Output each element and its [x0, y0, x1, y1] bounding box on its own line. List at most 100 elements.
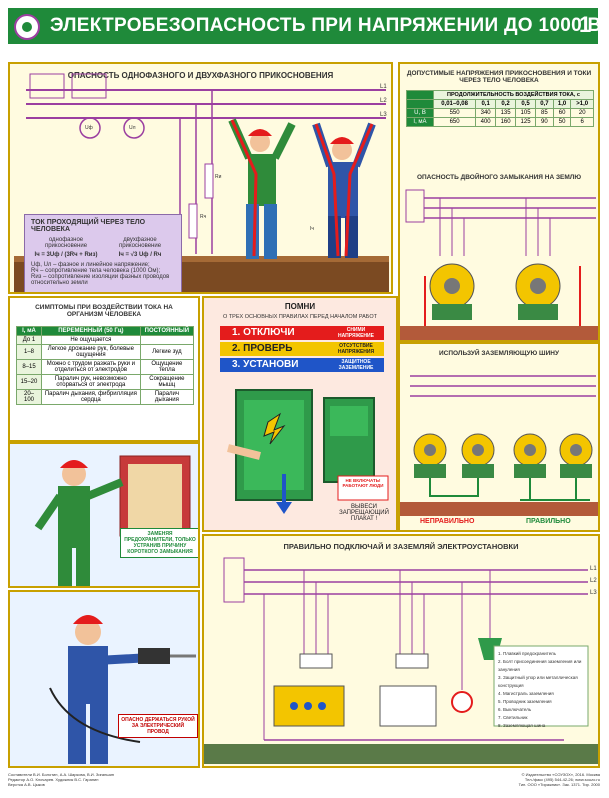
- line-label-l1: L1: [380, 84, 387, 90]
- formula-col2-label: двухфазное прикосновение: [118, 237, 162, 249]
- allowable-col: 1,0: [552, 99, 572, 109]
- allowable-col: 0,7: [535, 99, 554, 109]
- double-fault-heading: ОПАСНОСТЬ ДВОЙНОГО ЗАМЫКАНИЯ НА ЗЕМЛЮ: [416, 174, 582, 181]
- rule-1-num: 1.: [232, 327, 241, 338]
- rule-3-word: УСТАНОВИ: [243, 359, 299, 370]
- symptoms-cell: До 1: [16, 335, 42, 345]
- rule-2-note: ОТСУТСТВИЕ НАПРЯЖЕНИЯ: [337, 343, 375, 355]
- switchboard-illustration: [227, 389, 389, 514]
- allowable-col: 0,2: [495, 99, 517, 109]
- uf-label: Uф: [85, 125, 93, 131]
- rch-label: Rч: [200, 214, 207, 220]
- symptoms-cell: Сокращение мышц: [139, 374, 195, 390]
- symptoms-cell: Паралич дыхания, фибрилляция сердца: [41, 389, 141, 405]
- formula-title: ТОК ПРОХОДЯЩИЙ ЧЕРЕЗ ТЕЛО ЧЕЛОВЕКА: [31, 219, 146, 233]
- symptoms-head: I, мА: [16, 326, 42, 336]
- fuse-worker-illustration: [34, 455, 191, 586]
- symptoms-heading: СИМПТОМЫ ПРИ ВОЗДЕЙСТВИИ ТОКА НА ОРГАНИЗ…: [35, 304, 173, 318]
- allowable-cell: 125: [515, 117, 536, 127]
- footer-left-line: Верстка А.В. Цыков: [8, 782, 45, 787]
- rule-3: 3. УСТАНОВИ: [220, 358, 384, 372]
- formula-note-3: Rиз – сопротивление изоляции фазных пров…: [31, 274, 170, 286]
- allowable-col: 0,5: [515, 99, 536, 109]
- allowable-row-label: I, мА: [406, 117, 434, 127]
- legend-item: 6. Выключатель: [498, 707, 532, 712]
- rule-2-word: ПРОВЕРЬ: [243, 343, 293, 354]
- drill-worker-illustration: [49, 615, 196, 764]
- fuse-callout: ЗАМЕНЯЯ ПРЕДОХРАНИТЕЛИ, ТОЛЬКО УСТРАНИВ …: [120, 528, 198, 558]
- legend-item: 5. Проводник заземления: [498, 699, 552, 704]
- allowable-cell: 340: [475, 108, 497, 118]
- symptoms-cell: Легкое дрожание рук, болевые ощущения: [41, 344, 141, 360]
- allowable-cell: 135: [495, 108, 517, 118]
- wrong-label: НЕПРАВИЛЬНО: [420, 518, 475, 525]
- allowable-corner: [406, 90, 434, 100]
- symptoms-cell: Не ощущается: [41, 335, 141, 345]
- symptoms-cell: 1–8: [16, 344, 42, 360]
- footer-left: Составители В.И. Болотин, А.А. Шаркова, …: [8, 772, 114, 787]
- rule-2-num: 2.: [232, 343, 241, 354]
- symptoms-cell: [139, 335, 195, 345]
- panel-symptoms: СИМПТОМЫ ПРИ ВОЗДЕЙСТВИИ ТОКА НА ОРГАНИЗ…: [8, 296, 200, 442]
- rule-1-word: ОТКЛЮЧИ: [243, 327, 295, 338]
- formula-box: ТОК ПРОХОДЯЩИЙ ЧЕРЕЗ ТЕЛО ЧЕЛОВЕКА одноф…: [24, 214, 182, 292]
- ul-label: Uл: [129, 125, 136, 131]
- allowable-cell: 6: [570, 117, 594, 127]
- warning-sign-caption: ВЫВЕСИ ЗАПРЕЩАЮЩИЙ ПЛАКАТ !: [339, 504, 389, 522]
- formula-col1-label: однофазное прикосновение: [44, 237, 88, 249]
- line-label-l3: L3: [380, 112, 387, 118]
- allowable-cell: 550: [432, 108, 477, 118]
- symptoms-cell: Легкие зуд: [139, 344, 195, 360]
- allowable-col: 0,01–0,08: [432, 99, 477, 109]
- double-fault-illustration: [400, 189, 598, 340]
- symptoms-head: ПЕРЕМЕННЫЙ (50 Гц): [41, 326, 141, 336]
- header-bar: ЭЛЕКТРОБЕЗОПАСНОСТЬ ПРИ НАПРЯЖЕНИИ ДО 10…: [8, 8, 601, 44]
- conn-line-l2: L2: [590, 578, 597, 584]
- legend-item: 1. Плавкий предохранитель: [498, 651, 557, 656]
- allowable-cell: 105: [515, 108, 536, 118]
- symptoms-cell: 8–15: [16, 359, 42, 375]
- symptoms-cell: Паралич дыхания: [139, 389, 195, 405]
- drill-warning: ОПАСНО ДЕРЖАТЬСЯ РУКОЙ ЗА ЭЛЕКТРИЧЕСКИЙ …: [118, 714, 198, 738]
- rule-1: 1. ОТКЛЮЧИ: [220, 326, 384, 340]
- allowable-cell: 85: [535, 108, 554, 118]
- allowable-cell: 650: [432, 117, 477, 127]
- connection-legend: 1. Плавкий предохранитель 2. Болт присое…: [498, 650, 586, 730]
- rule-3-num: 3.: [232, 359, 241, 370]
- allowable-cell: 400: [475, 117, 497, 127]
- legend-item: 3. Защитный упор или металлическая конст…: [498, 675, 578, 688]
- conn-line-l1: L1: [590, 566, 597, 572]
- allowable-cell: 160: [495, 117, 517, 127]
- poster-number: 1: [579, 12, 592, 37]
- panel-drill-illustration: ОПАСНО ДЕРЖАТЬСЯ РУКОЙ ЗА ЭЛЕКТРИЧЕСКИЙ …: [8, 590, 200, 768]
- allowable-cell: 90: [535, 117, 554, 127]
- panel-phase-touch: ОПАСНОСТЬ ОДНОФАЗНОГО И ДВУХФАЗНОГО ПРИК…: [8, 62, 393, 294]
- allowable-cell: 20: [570, 108, 594, 118]
- line-label-l2: L2: [380, 98, 387, 104]
- connection-heading: ПРАВИЛЬНО ПОДКЛЮЧАЙ И ЗАЗЕМЛЯЙ ЭЛЕКТРОУС…: [283, 542, 519, 551]
- footer-right-line: Тип. ООО «Тиражник». Зак. 1371. Тир. 200…: [518, 782, 600, 787]
- panel-heading: ОПАСНОСТЬ ОДНОФАЗНОГО И ДВУХФАЗНОГО ПРИК…: [67, 71, 334, 80]
- ri-label: Rи: [215, 174, 222, 180]
- poster-title: ЭЛЕКТРОБЕЗОПАСНОСТЬ ПРИ НАПРЯЖЕНИИ ДО 10…: [50, 15, 602, 36]
- symptoms-cell: Ощущение тепла: [139, 359, 195, 375]
- ih-label: Iч: [310, 226, 314, 232]
- formula-note-2: Rч – сопротивление тела человека (1000 О…: [31, 268, 161, 274]
- symptoms-cell: Паралич рук, невозможно оторваться от эл…: [41, 374, 141, 390]
- logo-icon: [14, 14, 40, 40]
- panel-fuse-illustration: ЗАМЕНЯЯ ПРЕДОХРАНИТЕЛИ, ТОЛЬКО УСТРАНИВ …: [8, 442, 200, 588]
- symptoms-table: I, мА ПЕРЕМЕННЫЙ (50 Гц) ПОСТОЯННЫЙ До 1…: [16, 326, 195, 405]
- formula-note-1: Uф, Uл – фазное и линейное напряжение;: [31, 262, 150, 268]
- remember-heading: ПОМНИ: [284, 302, 316, 311]
- allowable-col: >1,0: [570, 99, 594, 109]
- remember-sub: О ТРЕХ ОСНОВНЫХ ПРАВИЛАХ ПЕРЕД НАЧАЛОМ Р…: [223, 314, 377, 320]
- footer-right-line: Тел./факс (495) 544-42-26; www.souzo.ru: [524, 777, 600, 782]
- symptoms-cell: 15–20: [16, 374, 42, 390]
- panel-connection: ПРАВИЛЬНО ПОДКЛЮЧАЙ И ЗАЗЕМЛЯЙ ЭЛЕКТРОУС…: [202, 534, 600, 768]
- legend-item: 4. Магистраль заземления: [498, 691, 554, 696]
- allowable-col: 0,1: [475, 99, 497, 109]
- allowable-dur-label: ПРОДОЛЖИТЕЛЬНОСТЬ ВОЗДЕЙСТВИЯ ТОКА, с: [433, 90, 594, 100]
- panel-remember: ПОМНИ О ТРЕХ ОСНОВНЫХ ПРАВИЛАХ ПЕРЕД НАЧ…: [202, 296, 398, 532]
- formula-1: Iч = 3Uф / (3Rч + Rиз): [34, 252, 98, 258]
